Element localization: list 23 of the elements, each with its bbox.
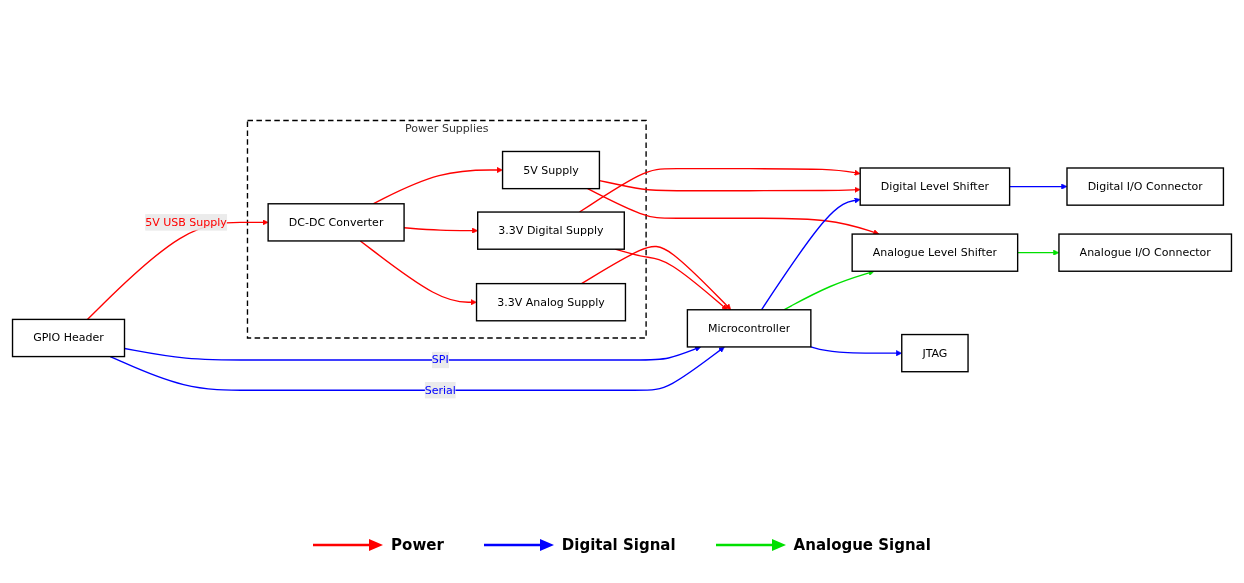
node-box: DC-DC Converter — [267, 203, 405, 243]
node-box: Analogue Level Shifter — [851, 233, 1019, 273]
node-box: 3.3V Analog Supply — [475, 283, 627, 322]
legend-label: Power — [391, 536, 444, 554]
node-box: 3.3V Digital Supply — [477, 211, 625, 251]
arrow — [578, 168, 861, 214]
arrow — [359, 240, 477, 306]
edge-label: Serial — [424, 383, 456, 397]
node-box: JTAG — [901, 334, 969, 373]
legend-label: Analogue Signal — [793, 536, 931, 554]
edge-label: SPI — [431, 353, 449, 367]
node-box: Analogue I/O Connector — [1058, 233, 1233, 273]
arrow — [372, 167, 503, 205]
arrow — [580, 246, 732, 311]
node-box: Microcontroller — [686, 309, 812, 349]
edge-label: 5V USB Supply — [145, 215, 227, 230]
legend-label: Digital Signal — [561, 536, 676, 554]
arrow — [760, 197, 861, 311]
arrow — [783, 270, 875, 311]
node-box: GPIO Header — [11, 319, 126, 358]
node-box: Digital Level Shifter — [859, 167, 1011, 207]
node-box: 5V Supply — [501, 151, 601, 190]
node-box: Digital I/O Connector — [1066, 167, 1225, 207]
